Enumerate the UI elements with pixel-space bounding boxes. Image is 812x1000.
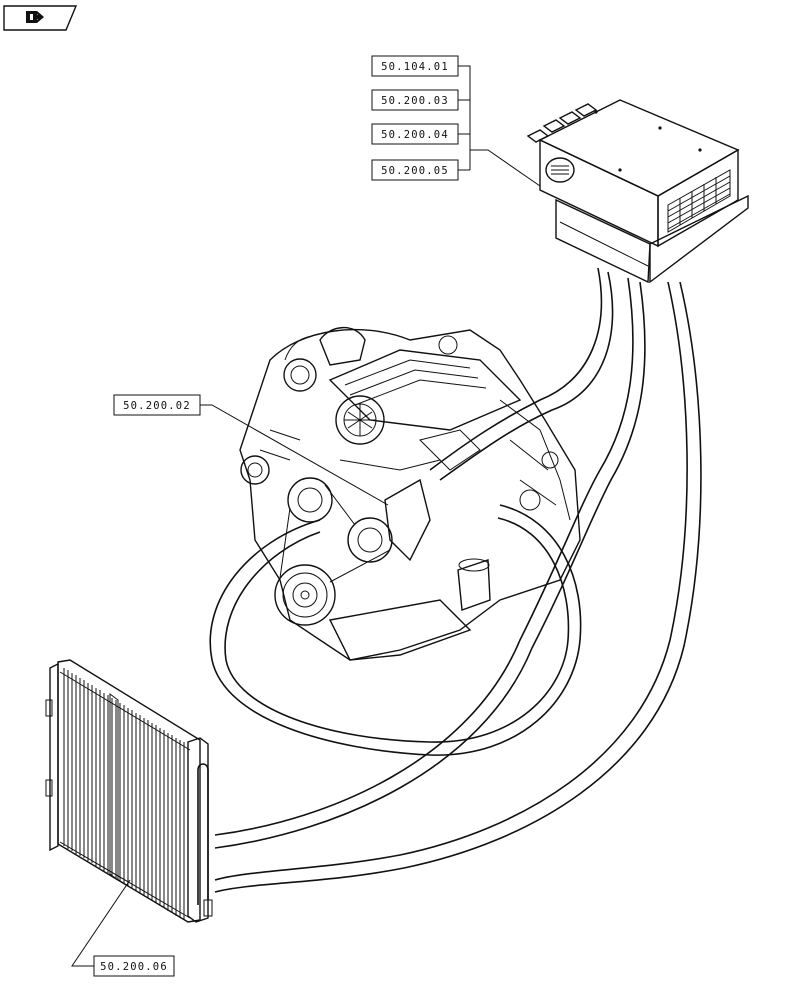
ref-label-text: 50.200.02 <box>123 400 191 412</box>
ref-label-50-200-03[interactable]: 50.200.03 <box>371 89 459 111</box>
ref-label-text: 50.200.03 <box>381 95 449 107</box>
ref-label-text: 50.104.01 <box>381 61 449 73</box>
ref-label-text: 50.200.04 <box>381 129 449 141</box>
vent-grille <box>667 169 731 233</box>
ref-label-50-104-01[interactable]: 50.104.01 <box>371 55 459 77</box>
nav-tab-button[interactable] <box>3 5 78 31</box>
ref-label-text: 50.200.05 <box>381 165 449 177</box>
reference-labels: 50.104.01 50.200.03 50.200.04 50.200.05 … <box>71 55 541 977</box>
hvac-unit <box>526 99 749 284</box>
ref-label-50-200-04[interactable]: 50.200.04 <box>371 123 459 145</box>
engine <box>239 326 581 661</box>
condenser-fins <box>59 668 191 920</box>
ref-label-50-200-05[interactable]: 50.200.05 <box>371 159 459 181</box>
condenser <box>45 659 213 923</box>
ref-label-50-200-02[interactable]: 50.200.02 <box>113 394 201 416</box>
pipe-stubs <box>526 103 598 143</box>
ref-label-50-200-06[interactable]: 50.200.06 <box>93 955 175 977</box>
forward-arrow-icon <box>26 11 44 23</box>
refrigerant-hoses <box>197 267 702 905</box>
ref-label-text: 50.200.06 <box>100 961 168 973</box>
